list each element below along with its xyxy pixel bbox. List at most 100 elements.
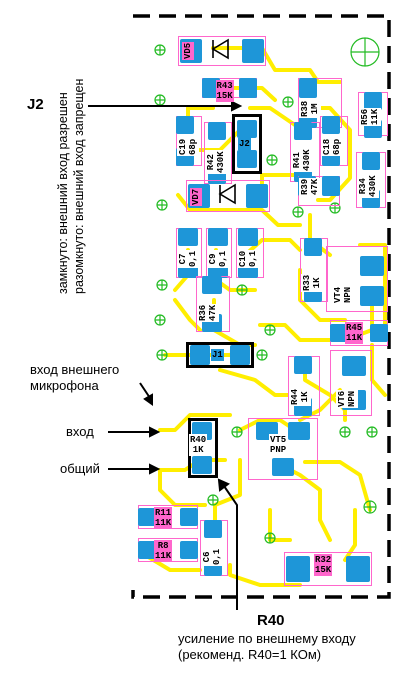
pad <box>286 556 310 582</box>
silkscreen-outline <box>178 36 266 66</box>
j2-open-text: разомкнуто: внешний вход запрещен <box>72 78 86 294</box>
r40-desc-line2: (рекоменд. R40=1 КОм) <box>178 647 322 662</box>
component-j2: J2 <box>232 114 262 174</box>
pad <box>138 508 156 526</box>
component-ref: C6 <box>202 551 212 563</box>
pad <box>202 276 222 294</box>
component-ref: R36 <box>198 304 208 321</box>
component-vd7: VD7 <box>186 180 270 212</box>
component-ref: C19 <box>178 138 188 155</box>
pad <box>204 520 222 538</box>
component-ref: R44 <box>290 388 300 405</box>
component-value: NPN <box>347 390 357 407</box>
pad <box>288 422 310 440</box>
j2-label: J2 <box>27 96 44 113</box>
component-value: 0,1 <box>218 250 228 267</box>
silkscreen-outline <box>248 418 318 480</box>
component-ref: R39 <box>300 178 310 195</box>
silkscreen-outline <box>186 180 270 212</box>
component-ref: C18 <box>322 138 332 155</box>
component-value: 430K <box>368 175 378 197</box>
pad <box>237 120 257 138</box>
silkscreen-outline <box>186 342 254 368</box>
pad <box>342 356 366 376</box>
component-value: 15K <box>216 91 233 101</box>
pad <box>299 78 317 98</box>
board-outline <box>131 14 391 599</box>
diode-symbols <box>211 38 236 205</box>
silkscreen-outline <box>326 246 388 312</box>
component-ref: VD7 <box>191 188 201 205</box>
pad <box>304 238 322 256</box>
component-value: 430K <box>302 149 312 171</box>
pad <box>208 228 228 246</box>
component-ref: R11 <box>155 508 172 518</box>
component-ref: R40 <box>190 435 207 445</box>
component-ref: R41 <box>292 152 302 169</box>
component-value: 430K <box>216 151 226 173</box>
pad <box>322 176 340 196</box>
component-value: 0,1 <box>188 250 198 267</box>
pad <box>346 556 370 582</box>
pad <box>138 541 156 559</box>
component-ref: J2 <box>239 139 250 149</box>
pad <box>370 324 388 342</box>
pad <box>322 116 340 134</box>
pad <box>238 228 258 246</box>
pad <box>230 345 250 365</box>
component-ref: R45 <box>346 323 363 333</box>
component-value: 0,1 <box>248 250 258 267</box>
component-value: PNP <box>270 445 287 455</box>
pad <box>272 458 294 476</box>
component-ref: VD5 <box>183 42 193 59</box>
component-value: 15K <box>315 565 332 575</box>
pad <box>360 256 384 276</box>
component-value: 47K <box>208 304 218 321</box>
silkscreen-outline <box>232 114 262 174</box>
component-value: 11K <box>155 518 172 528</box>
pad <box>208 122 226 140</box>
j2-closed-text: замкнуто: внешний вход разрешен <box>56 92 70 294</box>
component-value: 68p <box>188 138 198 155</box>
pad <box>330 324 348 342</box>
mic-input-label-line1: вход внешнего <box>30 362 120 377</box>
component-label: VD5 <box>182 41 194 60</box>
component-value: NPN <box>343 286 353 303</box>
pad <box>192 456 212 474</box>
component-value: 1M <box>310 103 320 115</box>
component-ref: VT5 <box>270 435 287 445</box>
component-ref: R33 <box>302 274 312 291</box>
pad <box>294 122 312 140</box>
pad <box>364 92 382 110</box>
